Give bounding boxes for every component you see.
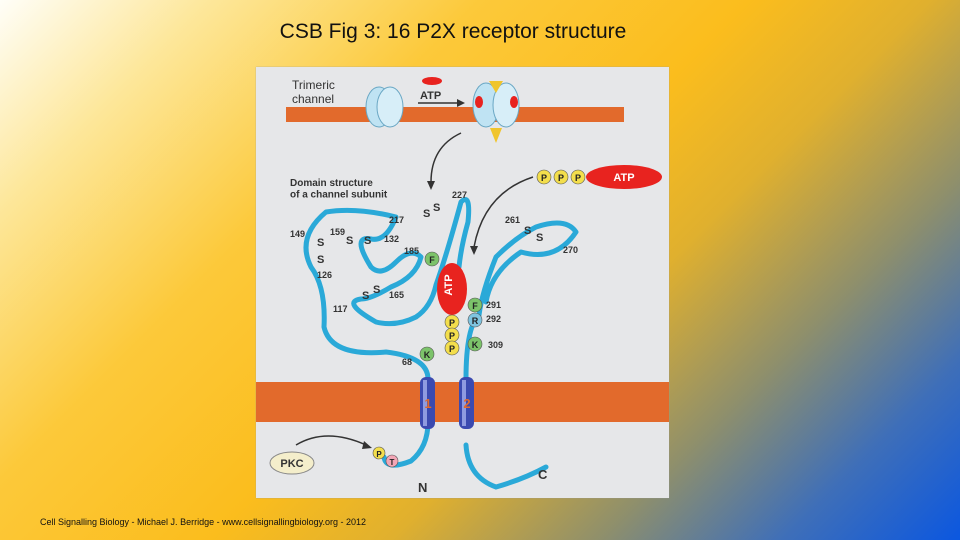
pkc-arrow	[295, 435, 367, 446]
residue-f-291: F	[472, 301, 478, 311]
atp-triphosphate-label: ATP	[613, 172, 634, 184]
c-terminal-tail	[463, 442, 549, 490]
atp-binding-site	[437, 263, 467, 315]
pkc-label: PKC	[280, 458, 303, 470]
residue-117: 117	[333, 304, 348, 314]
atp-small-icon	[422, 77, 442, 85]
atp-site-label: ATP	[443, 274, 455, 295]
svg-text:S: S	[433, 202, 440, 214]
residue-f-185: F	[429, 255, 435, 265]
bound-phosphates: P P P	[444, 314, 460, 356]
svg-text:S: S	[362, 290, 369, 302]
residue-291: 291	[486, 300, 501, 310]
svg-text:P: P	[449, 331, 455, 341]
residue-k-68: K	[424, 350, 431, 360]
residue-k-309: K	[472, 340, 479, 350]
ss-bridge-1: S	[423, 208, 430, 220]
residue-149: 149	[290, 229, 305, 239]
atp-p2: P	[558, 173, 564, 183]
helix-1-label: 1	[424, 396, 431, 411]
residue-227: 227	[452, 190, 467, 200]
tm-helix-1: 1	[420, 377, 435, 429]
pkc-phosphate: P	[376, 450, 382, 459]
atp-small-label: ATP	[420, 90, 441, 102]
domain-arrow	[430, 132, 462, 183]
atp-p1: P	[541, 173, 547, 183]
svg-text:S: S	[364, 235, 371, 247]
residue-159: 159	[330, 227, 345, 237]
atp-binding-arrow	[473, 176, 534, 248]
tm-helix-2: 2	[459, 377, 474, 429]
svg-text:S: S	[536, 232, 543, 244]
residue-309: 309	[488, 340, 503, 350]
top-membrane-band	[286, 107, 624, 122]
svg-text:S: S	[373, 284, 380, 296]
closed-trimer-icon	[365, 86, 404, 128]
n-terminus-label: N	[418, 480, 427, 495]
binding-residues: F F R K K	[419, 251, 483, 362]
residue-numbers: 227 217 261 149 159 132 185 270 126 165 …	[290, 190, 578, 367]
credit-footer: Cell Signalling Biology - Michael J. Ber…	[40, 517, 366, 527]
residue-261: 261	[505, 215, 520, 225]
c-terminus-label: C	[538, 467, 548, 482]
slide-title: CSB Fig 3: 16 P2X receptor structure	[279, 20, 627, 43]
atp-p3: P	[575, 173, 581, 183]
svg-text:P: P	[449, 318, 455, 328]
residue-292: 292	[486, 314, 501, 324]
atp-triphosphate: P P P ATP	[536, 165, 662, 189]
svg-text:S: S	[346, 235, 353, 247]
residue-185: 185	[404, 246, 419, 256]
svg-text:S: S	[317, 254, 324, 266]
residue-68: 68	[402, 357, 412, 367]
pkc-icon	[269, 451, 315, 475]
residue-165: 165	[389, 290, 404, 300]
svg-text:P: P	[449, 344, 455, 354]
open-trimer-icon	[472, 81, 520, 143]
pkc-threonine: T	[390, 458, 395, 467]
residue-217: 217	[389, 215, 404, 225]
residue-r-292: R	[472, 316, 479, 326]
helix-2-label: 2	[463, 396, 470, 411]
disulfide-bridges: S S S S S S S S S S	[317, 202, 543, 302]
residue-270: 270	[563, 245, 578, 255]
svg-text:S: S	[524, 225, 531, 237]
extracellular-loop-return	[463, 220, 579, 382]
residue-126: 126	[317, 270, 332, 280]
residue-132: 132	[384, 234, 399, 244]
svg-text:S: S	[317, 237, 324, 249]
